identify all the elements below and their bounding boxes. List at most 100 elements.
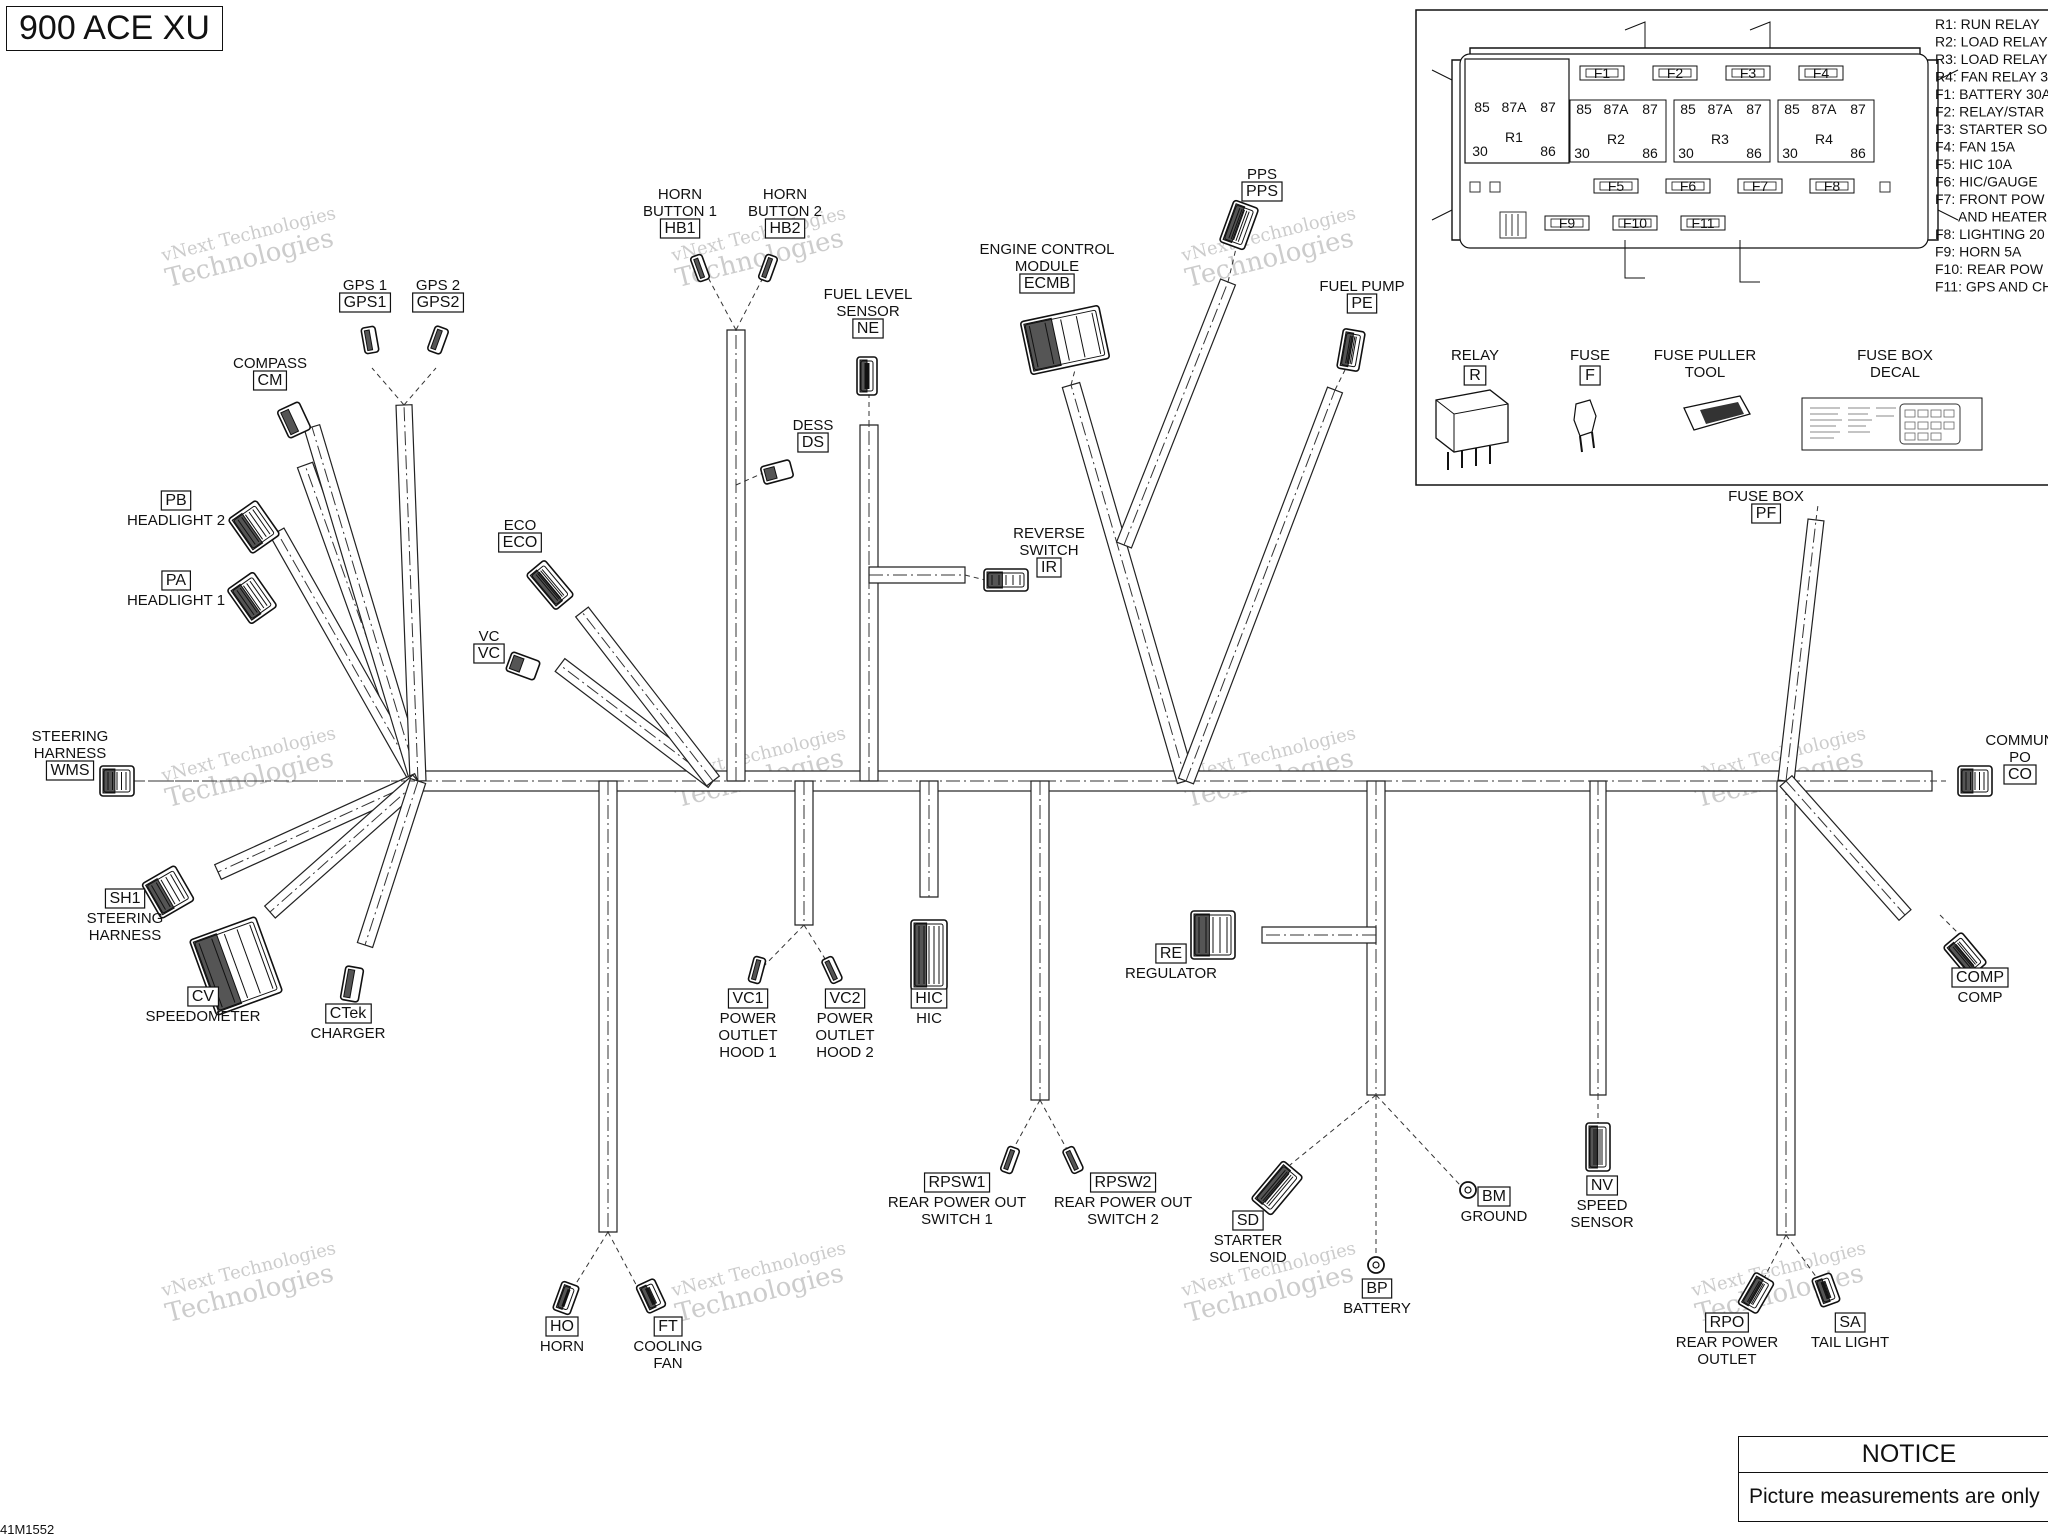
component-name: OUTLET	[1697, 1351, 1756, 1368]
page-title: 900 ACE XU	[6, 6, 223, 51]
branch-power-outlets	[794, 780, 814, 926]
code-box	[1751, 503, 1782, 524]
fuse-legend-line: F6: HIC/GAUGE	[1935, 174, 2038, 190]
component-name: HORN	[763, 186, 807, 203]
relay-pin: 87A	[1604, 101, 1630, 117]
component-name: SPEEDOMETER	[145, 1008, 260, 1025]
figure-id: 41M1552	[0, 1522, 55, 1537]
component-code: HB1	[664, 220, 695, 237]
wire-lead	[1815, 504, 1819, 521]
component-name: GROUND	[1461, 1208, 1528, 1225]
component-code: VC2	[829, 990, 860, 1007]
code-box	[727, 988, 769, 1009]
code-box	[45, 760, 95, 781]
component-name: HIC	[916, 1010, 942, 1027]
code-box	[1361, 1278, 1393, 1299]
fuse-slot-f2: F2	[1652, 65, 1698, 81]
component-code: FT	[658, 1318, 678, 1335]
component-name: TAIL LIGHT	[1811, 1334, 1889, 1351]
connector-eco	[526, 560, 574, 610]
component-name: MODULE	[1015, 258, 1079, 275]
code-box	[1241, 181, 1283, 202]
component-name: SENSOR	[836, 303, 900, 320]
component-name: REAR POWER OUT	[1054, 1194, 1192, 1211]
code-box	[797, 432, 829, 453]
component-name: SWITCH 1	[921, 1211, 993, 1228]
relay-pin: 86	[1746, 145, 1762, 161]
component-name: FUEL LEVEL	[824, 286, 913, 303]
component-code: BM	[1482, 1188, 1506, 1205]
connector-hb2	[757, 253, 779, 283]
wire-lead	[1039, 1099, 1071, 1156]
connector-ctek	[339, 965, 365, 1003]
component-label-bm: BM GROUND	[1461, 1186, 1528, 1225]
fuse-slot-f1: F1	[1579, 65, 1625, 81]
connector-co	[1957, 765, 1993, 797]
connector-ne	[856, 356, 878, 396]
fuse-legend-line: R4: FAN RELAY 3	[1935, 69, 2048, 85]
code-box	[1346, 293, 1378, 314]
part-name: DECAL	[1870, 364, 1920, 381]
connector-pe	[1336, 328, 1366, 372]
branch-eco	[574, 606, 721, 787]
code-box	[653, 1316, 683, 1337]
component-name: POWER	[720, 1010, 777, 1027]
ground-ring-terminal	[1459, 1181, 1477, 1199]
component-code: GPS1	[344, 294, 387, 311]
component-name: HOOD 1	[719, 1044, 777, 1061]
code-box	[252, 370, 288, 391]
code-box	[1089, 1172, 1157, 1193]
wire-lead	[607, 1231, 641, 1293]
wire-lead	[1785, 1234, 1823, 1286]
component-name: ECO	[504, 517, 537, 534]
code-box	[910, 988, 948, 1009]
component-code: CO	[2008, 766, 2032, 783]
code-box	[1705, 1312, 1749, 1333]
branch-horn-fan	[598, 780, 618, 1233]
fuse-legend-line: F5: HIC 10A	[1935, 156, 2013, 172]
code-box	[545, 1316, 579, 1337]
component-code: SH1	[109, 890, 140, 907]
fuse-legend-line: F2: RELAY/STAR	[1935, 104, 2044, 120]
relay-part-drawing	[1435, 389, 1509, 470]
fuse-box-decal-drawing	[1801, 397, 1983, 451]
connector-comp	[1943, 932, 1987, 978]
fuse-legend-line: F11: GPS AND CH	[1935, 279, 2048, 295]
relay-pin: 85	[1576, 101, 1592, 117]
component-name: PO	[2009, 749, 2031, 766]
component-code: GPS2	[417, 294, 460, 311]
component-name: OUTLET	[815, 1027, 874, 1044]
component-name: DESS	[793, 417, 834, 434]
code-box	[852, 318, 884, 339]
harness-branches	[140, 239, 1961, 1293]
component-name: SWITCH	[1019, 542, 1078, 559]
relay-pin: 85	[1784, 101, 1800, 117]
fuse-label: F3	[1740, 65, 1757, 81]
relay-pin: 86	[1540, 143, 1556, 159]
code-box	[104, 888, 146, 909]
fuse-legend-line: F4: FAN 15A	[1935, 139, 2016, 155]
component-name: REAR POWER OUT	[888, 1194, 1026, 1211]
wire-lead	[1227, 239, 1239, 283]
component-name: OUTLET	[718, 1027, 777, 1044]
code-box	[1951, 967, 2009, 988]
